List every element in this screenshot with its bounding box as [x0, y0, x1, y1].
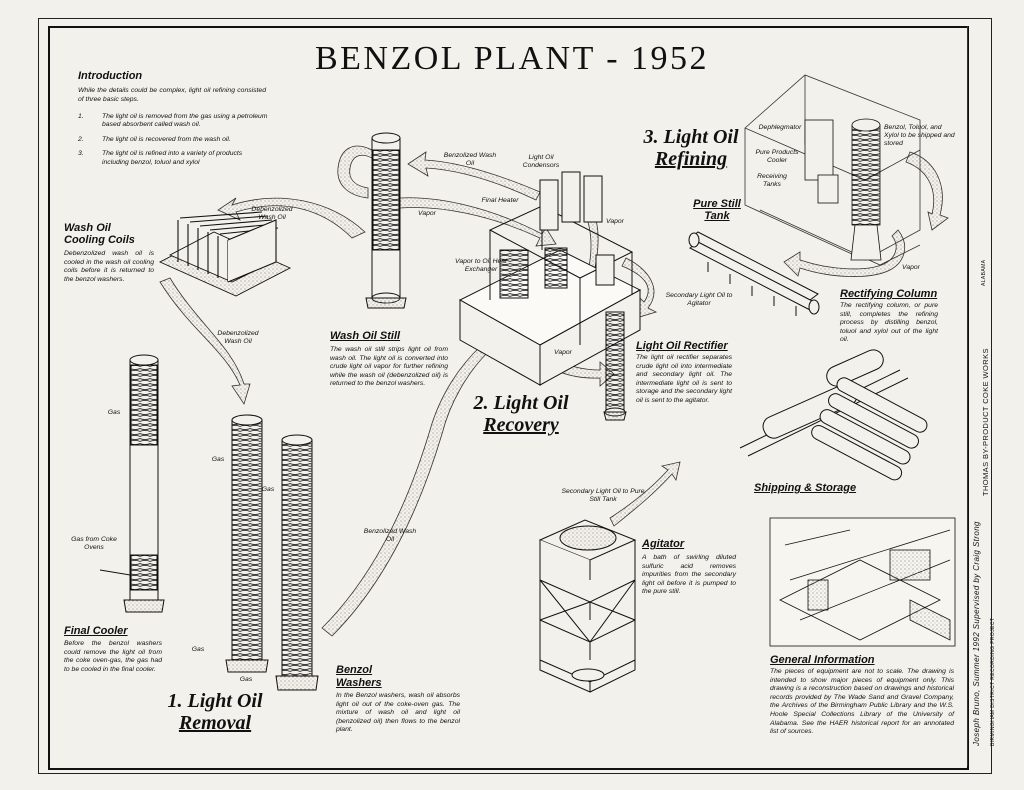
label-vapor-4: Vapor	[902, 264, 920, 271]
rectifying-column-heading: Rectifying Column	[840, 288, 938, 300]
label-light-oil-condensors: Light Oil Condensors	[522, 154, 560, 169]
benzol-washers	[225, 414, 319, 691]
cooling-coils-text: Debenzolized wash oil is cooled in the w…	[64, 250, 154, 283]
title-block-project: BIRMINGHAM DISTRICT RECORDING PROJECT	[990, 617, 996, 746]
site-plan-inset	[769, 517, 956, 647]
refining-building	[744, 74, 921, 266]
arrow-vapor-rect	[783, 229, 906, 277]
outer-border	[38, 18, 992, 774]
label-dephlegmator: Dephlegmator	[758, 124, 802, 131]
rectifier-heading: Light Oil Rectifier	[636, 340, 728, 352]
label-secondary-to-agitator: Secondary Light Oil to Agitator	[665, 292, 733, 307]
general-info-text: The pieces of equipment are not to scale…	[770, 668, 954, 736]
shipping-storage-heading: Shipping & Storage	[754, 482, 857, 494]
step3-label: 3. Light Oil Refining	[643, 126, 739, 170]
benzol-washers-text: In the Benzol washers, wash oil absorbs …	[336, 692, 460, 734]
pure-still-tank-heading: Pure Still Tank	[693, 198, 741, 222]
title-block-plant: THOMAS BY-PRODUCT COKE WORKS	[981, 348, 990, 496]
rectifying-column-text: The rectifying column, or pure still, co…	[840, 302, 938, 344]
label-gas-4: Gas	[191, 646, 205, 653]
shipping-storage	[739, 349, 928, 481]
intro-lead: While the details could be complex, ligh…	[78, 87, 266, 103]
rectifier-text: The light oil rectifier separates crude …	[636, 354, 732, 404]
intro-step: 1.The light oil is removed from the gas …	[78, 113, 268, 129]
intro-step: 2.The light oil is recovered from the wa…	[78, 135, 231, 143]
label-vapor-3: Vapor	[554, 349, 572, 356]
label-gas-5: Gas	[239, 676, 253, 683]
label-pure-products-cooler: Pure Products Cooler	[755, 149, 799, 164]
final-cooler-heading: Final Cooler	[64, 625, 128, 637]
label-debenzolized-top: Debenzolized Wash Oil	[251, 206, 293, 221]
final-cooler	[99, 354, 165, 613]
label-vapor-2: Vapor	[606, 218, 624, 225]
step1-label: 1. Light Oil Removal	[167, 690, 263, 734]
title-block-state: ALABAMA	[981, 259, 987, 286]
label-gas-3: Gas	[261, 486, 275, 493]
wash-oil-still-text: The wash oil still strips light oil from…	[330, 346, 448, 388]
final-cooler-text: Before the benzol washers could remove t…	[64, 640, 162, 673]
title-block-credit: Joseph Bruno, Summer 1992 Supervised by …	[972, 521, 981, 746]
arrow-debenzolized-down	[159, 277, 251, 405]
intro-heading: Introduction	[78, 70, 143, 82]
arrow-products-out	[905, 151, 949, 231]
wash-oil-still	[365, 132, 407, 309]
pure-still-tank	[688, 231, 820, 316]
label-benzol-toluol-xylol: Benzol, Toluol, and Xylol to be shipped …	[884, 124, 955, 147]
arrow-benzolized-top	[407, 151, 541, 201]
label-benzolized-mid: Benzolized Wash Oil	[363, 528, 417, 543]
arrow-to-pure-still	[609, 461, 681, 527]
title-block: Joseph Bruno, Summer 1992 Supervised by …	[967, 26, 996, 766]
agitator	[538, 519, 637, 693]
label-benzolized-top: Benzolized Wash Oil	[443, 152, 497, 167]
label-vapor-heat-exchanger: Vapor to Oil Heat Exchanger	[455, 258, 507, 273]
label-gas-1: Gas	[107, 409, 121, 416]
intro-steps: 1.The light oil is removed from the gas …	[78, 113, 268, 173]
drawing-title: BENZOL PLANT - 1952	[314, 40, 710, 77]
agitator-heading: Agitator	[642, 538, 685, 550]
label-gas-2: Gas	[211, 456, 225, 463]
label-debenzolized-left: Debenzolized Wash Oil	[217, 330, 259, 345]
general-info-heading: General Information	[770, 654, 875, 666]
intro-step: 3.The light oil is refined into a variet…	[78, 150, 243, 166]
arrow-vapor-right	[399, 197, 557, 247]
inner-border	[48, 26, 969, 770]
benzol-washers-heading: Benzol Washers	[336, 664, 382, 689]
label-vapor-1: Vapor	[418, 210, 436, 217]
agitator-text: A bath of swirling diluted sulfuric acid…	[642, 554, 736, 596]
label-receiving-tanks: Receiving Tanks	[757, 173, 787, 188]
arrow-vapor-left	[337, 145, 373, 199]
wash-oil-cooling-coils	[158, 211, 292, 297]
step2-label: 2. Light Oil Recovery	[473, 392, 569, 436]
light-oil-rectifier	[603, 311, 627, 421]
label-gas-from-coke-ovens: Gas from Coke Ovens	[71, 536, 117, 551]
cooling-coils-heading: Wash Oil Cooling Coils	[64, 222, 135, 246]
label-secondary-to-pure-still: Secondary Light Oil to Pure Still Tank	[561, 488, 645, 503]
label-final-heater: Final Heater	[481, 197, 519, 204]
wash-oil-still-heading: Wash Oil Still	[330, 330, 401, 342]
arrow-debenzolized-to-coils	[217, 197, 366, 239]
